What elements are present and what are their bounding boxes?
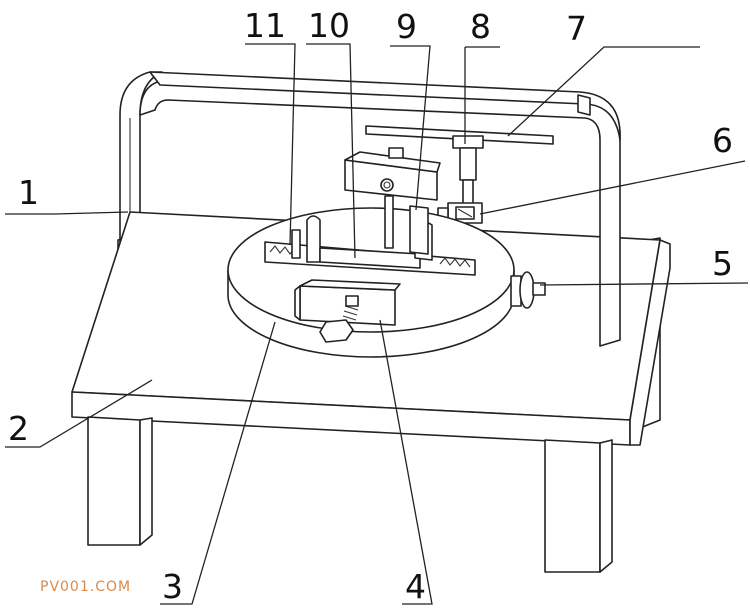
- frame: [139, 71, 621, 347]
- label-3: 3: [162, 567, 183, 606]
- part-4-front-clamp: [294, 279, 401, 343]
- table-front-legs: [87, 416, 613, 573]
- label-2: 2: [8, 409, 29, 448]
- leader-lines: [5, 43, 749, 605]
- part-7-plate: [365, 125, 554, 145]
- label-10: 10: [308, 6, 350, 45]
- label-11: 11: [244, 6, 286, 45]
- label-7: 7: [566, 9, 587, 48]
- label-9: 9: [396, 7, 417, 46]
- watermark: PV001.COM: [40, 579, 131, 595]
- label-4: 4: [405, 567, 426, 606]
- part-5-knob: [510, 271, 546, 309]
- part-9-upper-block: [344, 147, 441, 261]
- label-6: 6: [712, 121, 733, 160]
- part-11-jaws: [291, 215, 421, 269]
- part-6-clamp: [437, 202, 483, 224]
- label-8: 8: [470, 7, 491, 46]
- label-1: 1: [18, 173, 39, 212]
- label-5: 5: [712, 244, 733, 283]
- part-8-cylinder: [452, 135, 484, 205]
- part-labels: 1 2 3 4 5 6 7 8 9 10 11: [8, 6, 733, 606]
